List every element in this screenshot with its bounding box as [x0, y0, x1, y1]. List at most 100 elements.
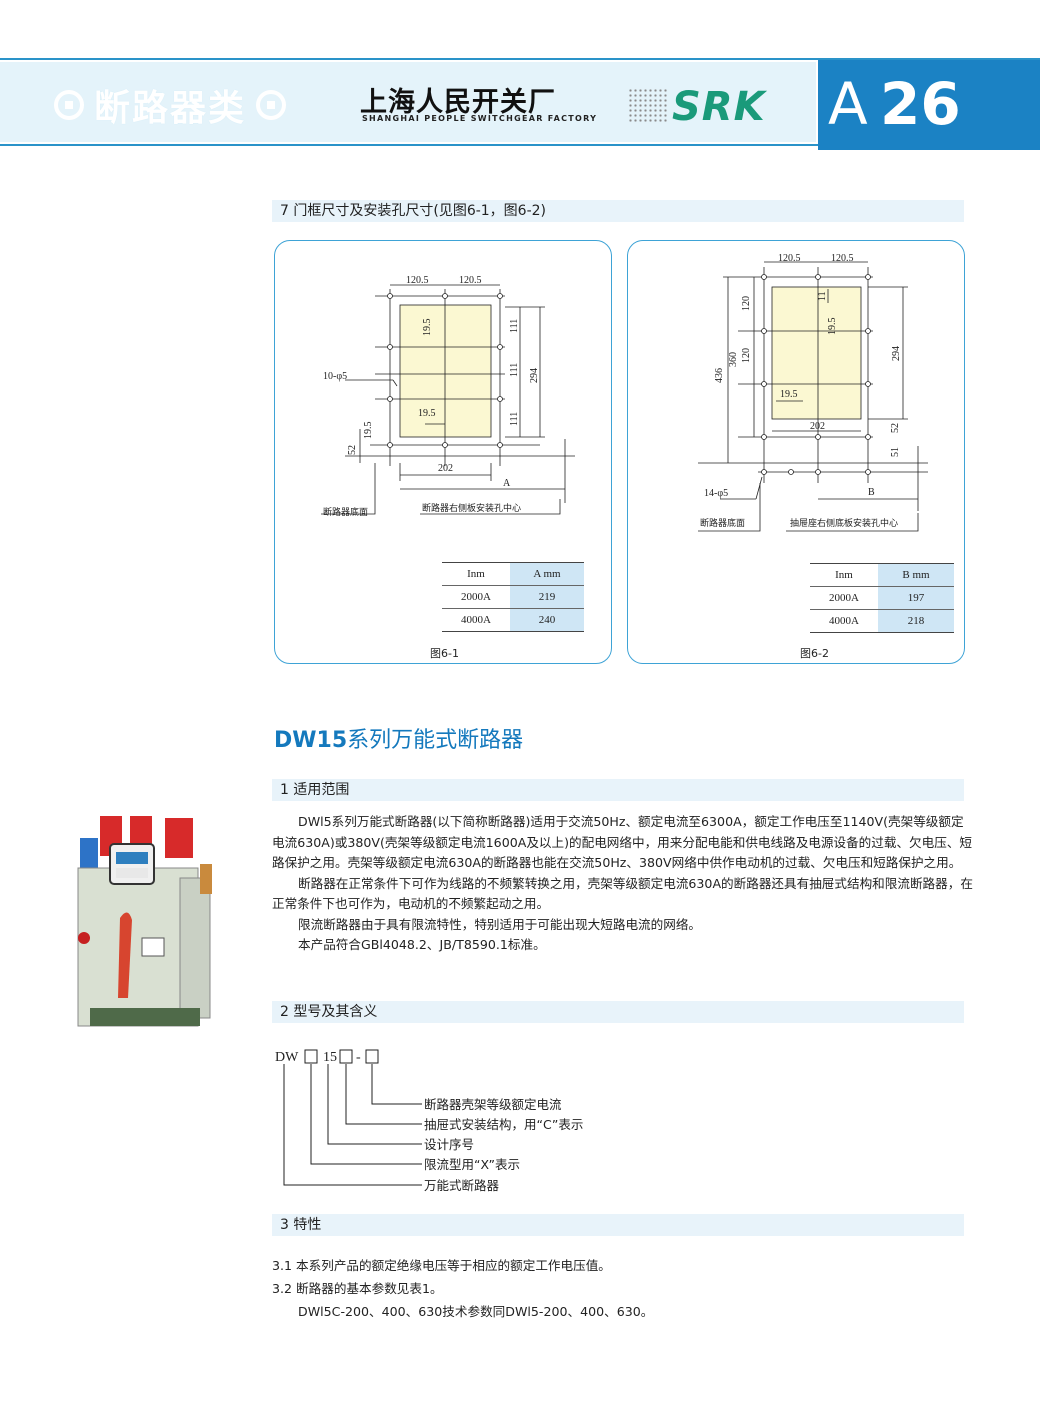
code-box: [365, 1049, 379, 1064]
dim-19-5-mid: 19.5: [827, 318, 838, 336]
code-dash: -: [356, 1050, 361, 1065]
dim-111-c: 111: [509, 412, 520, 426]
table-cell: 219: [510, 585, 584, 609]
section-2-heading: 2 型号及其含义: [272, 1001, 964, 1023]
table-header: Inm: [442, 562, 510, 586]
bullet-circle-icon: [256, 90, 287, 120]
paragraph: 断路器在正常条件下可作为线路的不频繁转换之用，壳架等级额定电流630A的断路器还…: [272, 875, 973, 912]
section-3-body: 3.1 本系列产品的额定绝缘电压等于相应的额定工作电压值。 3.2 断路器的基本…: [272, 1254, 976, 1323]
dim-436: 436: [714, 368, 725, 383]
dim-202: 202: [810, 421, 825, 432]
product-model: DW15: [274, 728, 348, 753]
header-top-rule: [0, 58, 1040, 60]
table-cell: 240: [510, 608, 584, 632]
table-cell: 218: [878, 609, 954, 633]
dim-b: B: [868, 487, 875, 498]
section-7-heading: 7 门框尺寸及安装孔尺寸(见图6-1，图6-2): [272, 200, 964, 222]
srk-logo: SRK: [672, 84, 766, 130]
table-cell: 4000A: [810, 609, 878, 633]
bullet-circle-icon: [54, 90, 84, 120]
meaning-item: 万能式断路器: [424, 1178, 500, 1193]
meaning-item: 设计序号: [424, 1137, 474, 1152]
dim-111-a: 111: [509, 319, 520, 333]
table-row: 2000A 197: [810, 586, 954, 610]
door-frame-cutout: [771, 286, 862, 420]
section-1-heading: 1 适用范围: [272, 779, 964, 801]
meaning-item: 限流型用“X”表示: [424, 1157, 520, 1172]
code-box: [339, 1049, 353, 1064]
page-number-box: [818, 60, 1040, 150]
paragraph: DWl5C-200、400、630技术参数同DWl5-200、400、630。: [298, 1304, 654, 1319]
header-bottom-rule: [0, 144, 818, 146]
page-number: 26: [880, 70, 961, 138]
product-title: DW15系列万能式断路器: [274, 722, 523, 754]
dim-top-right: 120.5: [831, 253, 854, 264]
table-row: Inm B mm: [810, 563, 954, 587]
figure-6-1-drawing: 120.5 120.5 19.5 111 111 111 294 10-φ5 1…: [321, 275, 575, 518]
paragraph: 本产品符合GBl4048.2、JB/T8590.1标准。: [298, 937, 546, 952]
dim-111-b: 111: [509, 363, 520, 377]
figure-6-2-table: Inm B mm 2000A 197 4000A 218: [810, 563, 954, 633]
figure-6-1-caption: 图6-1: [430, 647, 459, 660]
dim-294: 294: [529, 368, 540, 383]
paragraph: 3.1 本系列产品的额定绝缘电压等于相应的额定工作电压值。: [272, 1258, 611, 1273]
dim-52: 52: [890, 423, 901, 433]
table-row: Inm A mm: [442, 562, 584, 586]
factory-name: 上海人民开关厂: [360, 87, 556, 118]
dim-202: 202: [438, 463, 453, 474]
dim-19-5-low: 19.5: [363, 422, 374, 440]
dim-19-5: 19.5: [422, 319, 433, 337]
figure-6-1-table: Inm A mm 2000A 219 4000A 240: [442, 562, 584, 632]
dim-19-5-low: 19.5: [780, 389, 798, 400]
figure-6-2-drawing: 120.5 120.5 120 120 360 436 11 19.5 294 …: [698, 253, 928, 532]
table-cell: 2000A: [810, 586, 878, 610]
table-header: A mm: [510, 562, 584, 586]
header-category: 断路器类: [44, 78, 334, 132]
table-header: Inm: [810, 563, 878, 587]
label-side: 断路器右侧板安装孔中心: [422, 502, 521, 514]
model-code-diagram: DW 15 - 断路器壳架等级额定电流 抽屉式安装结构，用“C”表示 设计序号 …: [275, 1049, 583, 1193]
table-row: 4000A 218: [810, 609, 954, 633]
dim-51: 51: [890, 447, 901, 457]
product-series: 系列万能式断路器: [347, 728, 524, 753]
code-dw: DW: [275, 1050, 299, 1065]
figure-6-2-panel: 120.5 120.5 120 120 360 436 11 19.5 294 …: [627, 240, 965, 664]
dim-360: 360: [728, 352, 739, 367]
meaning-item: 抽屉式安装结构，用“C”表示: [424, 1117, 583, 1132]
dim-19-5-mid: 19.5: [418, 408, 436, 419]
page-letter: A: [828, 70, 868, 138]
figure-6-2-caption: 图6-2: [800, 647, 829, 660]
table-header: B mm: [878, 563, 954, 587]
dim-52: 52: [347, 445, 358, 455]
paragraph: 限流断路器由于具有限流特性，特别适用于可能出现大短路电流的网络。: [298, 916, 701, 932]
code-15: 15: [323, 1050, 337, 1065]
table-cell: 2000A: [442, 585, 510, 609]
table-cell: 197: [878, 586, 954, 610]
section-1-body: DWl5系列万能式断路器(以下简称断路器)适用于交流50Hz、额定电流至6300…: [272, 812, 976, 956]
table-row: 2000A 219: [442, 585, 584, 609]
dim-120-a: 120: [741, 296, 752, 311]
label-base: 断路器底面: [323, 506, 368, 518]
dim-top-left: 120.5: [406, 275, 429, 286]
header-band: [0, 62, 816, 142]
paragraph: DWl5系列万能式断路器(以下简称断路器)适用于交流50Hz、额定电流至6300…: [272, 814, 973, 870]
dim-top-left: 120.5: [778, 253, 801, 264]
dim-11: 11: [817, 291, 828, 301]
label-base: 断路器底面: [700, 517, 745, 529]
dim-120-b: 120: [741, 348, 752, 363]
table-row: 4000A 240: [442, 608, 584, 632]
dot-pattern-icon: [628, 88, 668, 122]
category-label: 断路器类: [94, 88, 247, 129]
code-box: [304, 1049, 318, 1064]
dim-holes: 10-φ5: [323, 371, 347, 382]
figure-6-1-panel: 120.5 120.5 19.5 111 111 111 294 10-φ5 1…: [274, 240, 612, 664]
label-side: 抽屉座右侧底板安装孔中心: [790, 517, 898, 529]
dim-a: A: [503, 478, 511, 489]
dim-294: 294: [891, 346, 902, 361]
factory-name-en: SHANGHAI PEOPLE SWITCHGEAR FACTORY: [362, 114, 598, 123]
dim-top-right: 120.5: [459, 275, 482, 286]
table-cell: 4000A: [442, 608, 510, 632]
paragraph: 3.2 断路器的基本参数见表1。: [272, 1281, 443, 1296]
breaker-product-photo: [77, 816, 212, 1027]
door-frame-cutout: [399, 304, 492, 438]
